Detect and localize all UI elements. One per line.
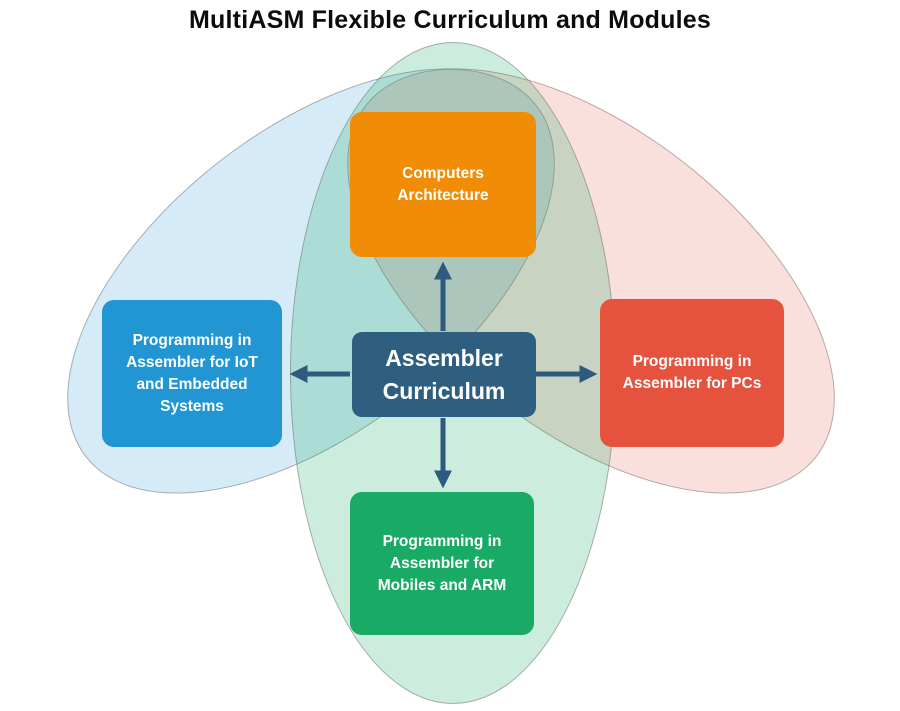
node-assembler-iot-embedded: Programming in Assembler for IoT and Emb…	[102, 300, 282, 447]
node-computers-architecture: Computers Architecture	[350, 112, 536, 257]
node-assembler-curriculum: Assembler Curriculum	[352, 332, 536, 417]
diagram-title: MultiASM Flexible Curriculum and Modules	[189, 6, 711, 34]
node-assembler-pcs: Programming in Assembler for PCs	[600, 299, 784, 447]
node-assembler-mobiles-arm: Programming in Assembler for Mobiles and…	[350, 492, 534, 635]
